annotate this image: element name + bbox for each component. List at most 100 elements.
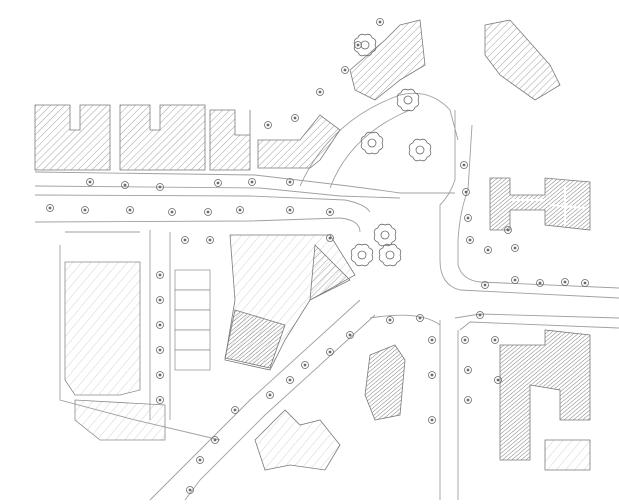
tree-center-dot [538, 281, 542, 285]
large-tree-core [415, 145, 425, 155]
tree-icon [121, 181, 129, 189]
large-tree-core [403, 95, 413, 105]
tree-icon [464, 366, 472, 374]
tree-icon [186, 486, 194, 494]
building-triangular-block [224, 234, 356, 371]
tree-center-dot [466, 368, 470, 372]
building-east-block [489, 177, 591, 231]
tree-center-dot [250, 180, 254, 184]
tree-icon [168, 208, 176, 216]
tree-icon [286, 206, 294, 214]
tree-icon [581, 279, 589, 287]
large-tree-core [385, 250, 395, 260]
tree-icon [301, 361, 309, 369]
tree-center-dot [418, 316, 422, 320]
building-northeast [484, 19, 561, 101]
tree-icon [491, 336, 499, 344]
tree-icon [461, 336, 469, 344]
tree-icon [266, 391, 274, 399]
tree-center-dot [430, 338, 434, 342]
tree-icon [326, 208, 334, 216]
tree-icon [346, 331, 354, 339]
building-north-center [257, 114, 341, 169]
tree-icon [484, 246, 492, 254]
tree-icon [428, 416, 436, 424]
tree-center-dot [206, 210, 210, 214]
tree-center-dot [483, 283, 487, 287]
large-tree-core [367, 138, 377, 148]
tree-icon [204, 208, 212, 216]
tree-center-dot [268, 393, 272, 397]
tree-center-dot [464, 190, 468, 194]
tree-center-dot [48, 206, 52, 210]
tree-icon [481, 281, 489, 289]
tree-center-dot [158, 298, 162, 302]
tree-center-dot [466, 398, 470, 402]
tree-center-dot [486, 248, 490, 252]
tree-center-dot [288, 378, 292, 382]
tree-center-dot [266, 123, 270, 127]
building-north-curved [349, 19, 426, 101]
tree-center-dot [183, 238, 187, 242]
tree-icon [214, 179, 222, 187]
large-tree-core [380, 230, 390, 240]
tree-icon [156, 321, 164, 329]
large-tree-core [360, 40, 370, 50]
tree-icon [248, 178, 256, 186]
tree-center-dot [356, 43, 360, 47]
tree-center-dot [468, 238, 472, 242]
tree-icon [181, 236, 189, 244]
tree-icon [286, 178, 294, 186]
tree-icon [386, 316, 394, 324]
tree-center-dot [430, 418, 434, 422]
tree-center-dot [158, 185, 162, 189]
tree-icon [206, 236, 214, 244]
tree-center-dot [583, 281, 587, 285]
tree-center-dot [198, 458, 202, 462]
tree-center-dot [348, 333, 352, 337]
tree-center-dot [288, 208, 292, 212]
large-tree-icon [373, 223, 397, 247]
tree-center-dot [496, 378, 500, 382]
tree-icon [86, 178, 94, 186]
tree-icon [156, 271, 164, 279]
tree-center-dot [318, 90, 322, 94]
tree-icon [231, 406, 239, 414]
tree-center-dot [328, 350, 332, 354]
tree-center-dot [463, 338, 467, 342]
large-tree-core [357, 250, 367, 260]
tree-icon [504, 226, 512, 234]
tree-icon [460, 161, 468, 169]
tree-icon [81, 206, 89, 214]
tree-icon [416, 314, 424, 322]
tree-icon [536, 279, 544, 287]
tree-center-dot [238, 208, 242, 212]
large-tree-icon [360, 131, 384, 155]
tree-center-dot [506, 228, 510, 232]
tree-center-dot [388, 318, 392, 322]
tree-icon [211, 436, 219, 444]
building-townhouse-row [174, 269, 211, 371]
tree-center-dot [462, 163, 466, 167]
tree-icon [511, 276, 519, 284]
large-tree-icon [353, 33, 377, 57]
tree-icon [291, 114, 299, 122]
tree-icon [476, 311, 484, 319]
tree-icon [428, 371, 436, 379]
tree-icon [46, 204, 54, 212]
tree-icon [156, 371, 164, 379]
tree-center-dot [563, 280, 567, 284]
tree-center-dot [303, 363, 307, 367]
tree-center-dot [88, 180, 92, 184]
tree-center-dot [83, 208, 87, 212]
tree-icon [464, 396, 472, 404]
tree-icon [462, 188, 470, 196]
tree-center-dot [170, 210, 174, 214]
building-west-large [64, 261, 166, 441]
tree-icon [494, 376, 502, 384]
tree-center-dot [158, 323, 162, 327]
tree-icon [264, 121, 272, 129]
tree-icon [511, 244, 519, 252]
tree-icon [464, 214, 472, 222]
tree-icon [156, 183, 164, 191]
